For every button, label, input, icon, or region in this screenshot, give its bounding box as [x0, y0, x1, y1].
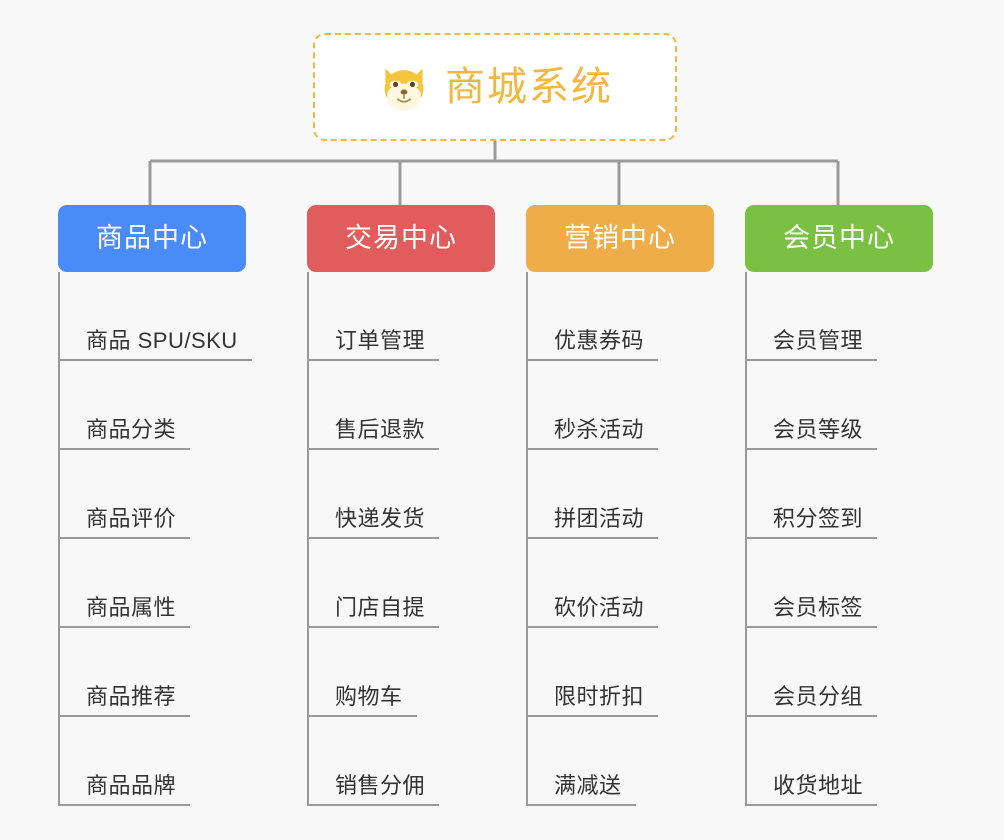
leaf-label: 优惠券码 — [554, 327, 645, 353]
leaf-label: 会员标签 — [773, 594, 864, 620]
leaf-item[interactable]: 商品属性 — [60, 539, 246, 628]
category-box-2[interactable]: 营销中心 — [526, 205, 714, 272]
leaf-label: 限时折扣 — [554, 683, 645, 709]
leaf-item[interactable]: 秒杀活动 — [528, 361, 714, 450]
leaf-underline: 拼团活动 — [528, 505, 659, 539]
leaf-label: 商品推荐 — [86, 683, 177, 709]
leaf-item[interactable]: 限时折扣 — [528, 628, 714, 717]
leaf-list-1: 订单管理 售后退款 快递发货 门店自提 购物车 — [307, 272, 495, 806]
leaf-item[interactable]: 拼团活动 — [528, 450, 714, 539]
leaf-label: 快递发货 — [335, 505, 426, 531]
leaf-item[interactable]: 积分签到 — [747, 450, 933, 539]
leaf-underline: 收货地址 — [747, 772, 878, 806]
category-box-3[interactable]: 会员中心 — [745, 205, 933, 272]
leaf-label: 会员管理 — [773, 327, 864, 353]
leaf-label: 拼团活动 — [554, 505, 645, 531]
leaf-label: 商品 SPU/SKU — [86, 327, 238, 353]
leaf-item[interactable]: 会员管理 — [747, 272, 933, 361]
dog-face-icon — [384, 68, 424, 111]
leaf-underline: 商品品牌 — [60, 772, 191, 806]
leaf-underline: 商品评价 — [60, 505, 191, 539]
leaf-underline: 秒杀活动 — [528, 416, 659, 450]
leaf-label: 商品品牌 — [86, 772, 177, 798]
category-box-0[interactable]: 商品中心 — [58, 205, 246, 272]
leaf-label: 门店自提 — [335, 594, 426, 620]
leaf-underline: 限时折扣 — [528, 683, 659, 717]
branch-column-3: 会员中心 会员管理 会员等级 积分签到 会员标签 — [745, 205, 933, 806]
leaf-label: 订单管理 — [335, 327, 426, 353]
branch-column-2: 营销中心 优惠券码 秒杀活动 拼团活动 砍价活动 — [526, 205, 714, 806]
leaf-underline: 销售分佣 — [309, 772, 440, 806]
leaf-label: 会员等级 — [773, 416, 864, 442]
leaf-label: 会员分组 — [773, 683, 864, 709]
leaf-item[interactable]: 会员标签 — [747, 539, 933, 628]
leaf-item[interactable]: 收货地址 — [747, 717, 933, 806]
leaf-list-3: 会员管理 会员等级 积分签到 会员标签 会员分组 — [745, 272, 933, 806]
leaf-item[interactable]: 会员分组 — [747, 628, 933, 717]
leaf-label: 商品分类 — [86, 416, 177, 442]
leaf-underline: 会员分组 — [747, 683, 878, 717]
branch-column-0: 商品中心 商品 SPU/SKU 商品分类 商品评价 商品属性 — [58, 205, 252, 806]
category-label-0: 商品中心 — [96, 223, 208, 253]
leaf-label: 积分签到 — [773, 505, 864, 531]
leaf-underline: 订单管理 — [309, 327, 440, 361]
leaf-underline: 售后退款 — [309, 416, 440, 450]
leaf-label: 秒杀活动 — [554, 416, 645, 442]
root-title: 商城系统 — [445, 65, 613, 109]
category-box-1[interactable]: 交易中心 — [307, 205, 495, 272]
leaf-label: 砍价活动 — [554, 594, 645, 620]
leaf-label: 商品属性 — [86, 594, 177, 620]
leaf-item[interactable]: 砍价活动 — [528, 539, 714, 628]
leaf-underline: 商品属性 — [60, 594, 191, 628]
leaf-underline: 会员管理 — [747, 327, 878, 361]
leaf-item[interactable]: 商品分类 — [60, 361, 246, 450]
leaf-item[interactable]: 商品评价 — [60, 450, 246, 539]
leaf-item[interactable]: 售后退款 — [309, 361, 495, 450]
leaf-underline: 积分签到 — [747, 505, 878, 539]
leaf-item[interactable]: 商品 SPU/SKU — [60, 272, 252, 361]
leaf-item[interactable]: 购物车 — [309, 628, 495, 717]
leaf-underline: 购物车 — [309, 683, 417, 717]
leaf-underline: 满减送 — [528, 772, 636, 806]
leaf-underline: 商品分类 — [60, 416, 191, 450]
leaf-underline: 会员等级 — [747, 416, 878, 450]
leaf-item[interactable]: 商品品牌 — [60, 717, 246, 806]
root-node-content: 商城系统 — [377, 60, 613, 114]
leaf-underline: 商品推荐 — [60, 683, 191, 717]
leaf-item[interactable]: 销售分佣 — [309, 717, 495, 806]
branch-column-1: 交易中心 订单管理 售后退款 快递发货 门店自提 — [307, 205, 495, 806]
leaf-item[interactable]: 优惠券码 — [528, 272, 714, 361]
leaf-label: 销售分佣 — [335, 772, 426, 798]
leaf-list-0: 商品 SPU/SKU 商品分类 商品评价 商品属性 商品推荐 — [58, 272, 252, 806]
leaf-underline: 砍价活动 — [528, 594, 659, 628]
leaf-underline: 优惠券码 — [528, 327, 659, 361]
root-connectors — [148, 141, 840, 205]
leaf-item[interactable]: 商品推荐 — [60, 628, 246, 717]
leaf-label: 售后退款 — [335, 416, 426, 442]
leaf-label: 商品评价 — [86, 505, 177, 531]
root-node[interactable]: 商城系统 — [313, 33, 677, 141]
leaf-item[interactable]: 快递发货 — [309, 450, 495, 539]
leaf-item[interactable]: 订单管理 — [309, 272, 495, 361]
category-label-2: 营销中心 — [564, 223, 676, 253]
leaf-label: 购物车 — [335, 683, 403, 709]
leaf-underline: 商品 SPU/SKU — [60, 327, 252, 361]
leaf-underline: 快递发货 — [309, 505, 440, 539]
leaf-underline: 门店自提 — [309, 594, 440, 628]
leaf-label: 满减送 — [554, 772, 622, 798]
category-label-1: 交易中心 — [345, 223, 457, 253]
leaf-underline: 会员标签 — [747, 594, 878, 628]
category-label-3: 会员中心 — [783, 223, 895, 253]
leaf-label: 收货地址 — [773, 772, 864, 798]
leaf-item[interactable]: 门店自提 — [309, 539, 495, 628]
leaf-item[interactable]: 会员等级 — [747, 361, 933, 450]
leaf-list-2: 优惠券码 秒杀活动 拼团活动 砍价活动 限时折扣 — [526, 272, 714, 806]
leaf-item[interactable]: 满减送 — [528, 717, 714, 806]
